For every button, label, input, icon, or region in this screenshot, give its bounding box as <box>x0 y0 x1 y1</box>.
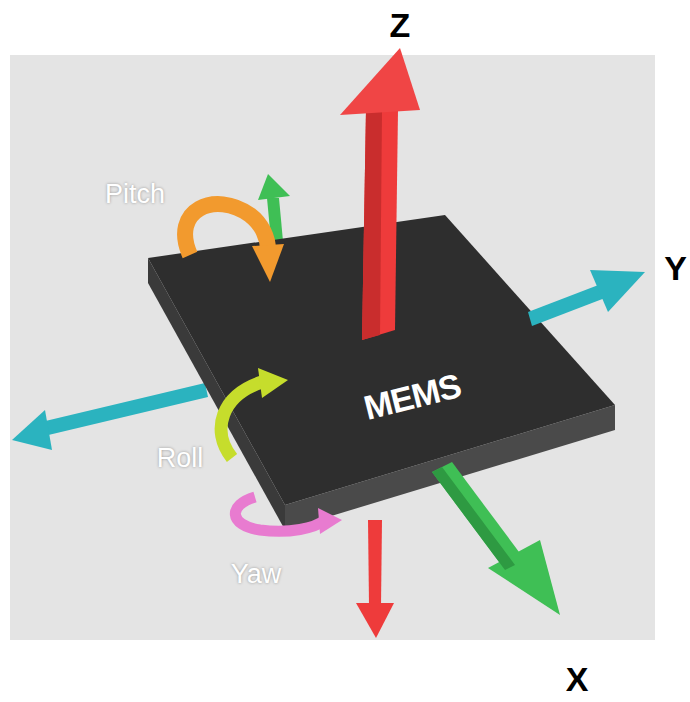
axis-label: Y <box>664 249 687 288</box>
x-axis-front-arrow <box>432 462 560 615</box>
rotation-label: Yaw <box>231 559 282 590</box>
axis-label: Z <box>390 6 411 45</box>
rotation-label: Pitch <box>105 179 165 210</box>
axis-label: X <box>566 660 589 699</box>
rotation-label: Roll <box>157 443 204 474</box>
grey-panel <box>10 55 655 640</box>
z-axis-down-arrow <box>356 520 394 638</box>
y-axis-right-arrow <box>528 270 645 326</box>
y-axis-left-arrow <box>12 383 208 450</box>
